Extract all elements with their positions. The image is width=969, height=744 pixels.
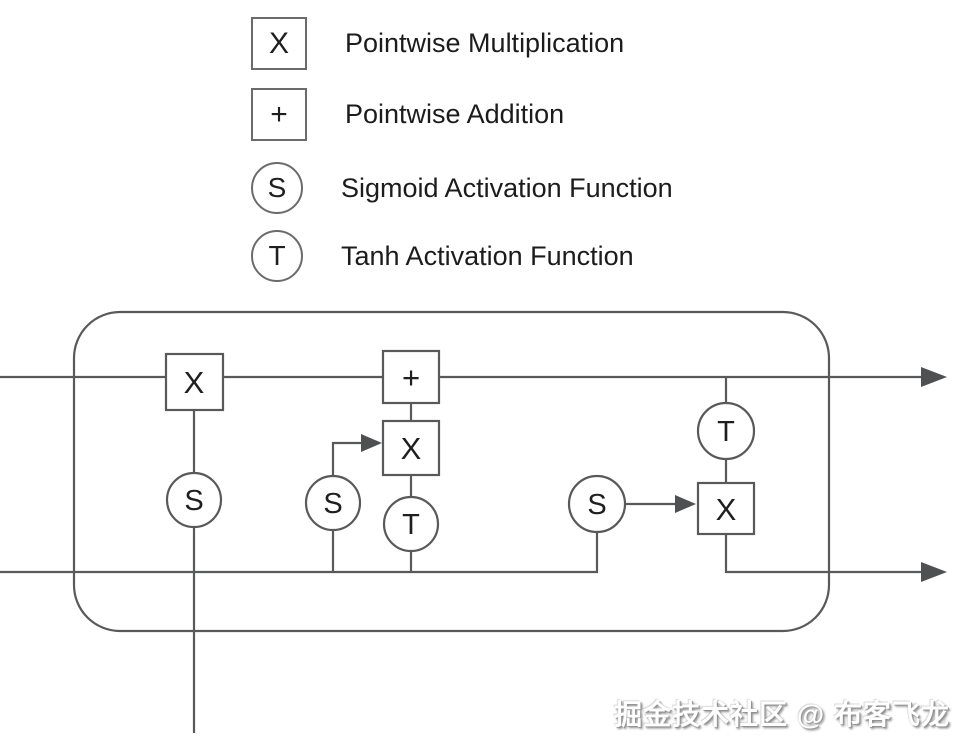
legend-symbol: X [268, 26, 289, 60]
output-tanh-circle [696, 401, 756, 461]
legend-symbol: + [270, 97, 288, 131]
legend-symbol: S [267, 172, 287, 203]
forget-sigmoid-label: S [184, 485, 203, 517]
legend-label: Pointwise Multiplication [345, 28, 625, 58]
cell-addition-box [381, 349, 441, 405]
input-sigmoid-elbow-line [331, 441, 363, 476]
output-sigmoid-circle [567, 474, 627, 534]
input-gate-arrow-icon [361, 434, 382, 452]
lstm-cell-boundary [72, 310, 831, 633]
watermark-text: 掘金技术社区 @ 布客飞龙 [614, 699, 950, 730]
hidden-state-out-line [724, 534, 928, 574]
tanh-circle-icon: T [251, 230, 303, 282]
output-tanh-label: T [717, 416, 735, 448]
input-multiply-box [381, 419, 441, 477]
hidden-state-in-line [0, 532, 599, 574]
output-sigmoid-label: S [587, 489, 606, 521]
forget-sigmoid-circle [165, 471, 223, 529]
input-multiply-label: X [401, 431, 422, 466]
forget-multiply-label: X [184, 365, 205, 400]
input-sigmoid-circle [304, 474, 362, 532]
cell-state-arrow-icon [921, 367, 947, 387]
output-multiply-label: X [716, 492, 737, 527]
input-sigmoid-label: S [323, 488, 342, 520]
sigmoid-circle-icon: S [251, 162, 303, 214]
output-multiply-box [696, 481, 756, 536]
legend-label: Pointwise Addition [345, 99, 565, 129]
legend-label: Tanh Activation Function [341, 240, 634, 271]
legend-item-pointwise-addition: + Pointwise Addition [251, 88, 564, 141]
legend-symbol: T [268, 240, 286, 271]
multiplication-square-icon: X [251, 17, 307, 70]
legend-item-pointwise-multiplication: X Pointwise Multiplication [251, 17, 624, 70]
output-gate-arrow-icon [675, 495, 696, 513]
legend-label: Sigmoid Activation Function [341, 172, 673, 203]
cell-addition-label: + [402, 360, 420, 395]
candidate-tanh-circle [382, 495, 440, 553]
candidate-tanh-label: T [402, 509, 420, 541]
forget-multiply-box [164, 352, 225, 412]
addition-square-icon: + [251, 88, 307, 141]
legend-item-tanh-activation: T Tanh Activation Function [251, 230, 634, 282]
hidden-state-arrow-icon [921, 562, 947, 582]
legend-item-sigmoid-activation: S Sigmoid Activation Function [251, 162, 673, 214]
